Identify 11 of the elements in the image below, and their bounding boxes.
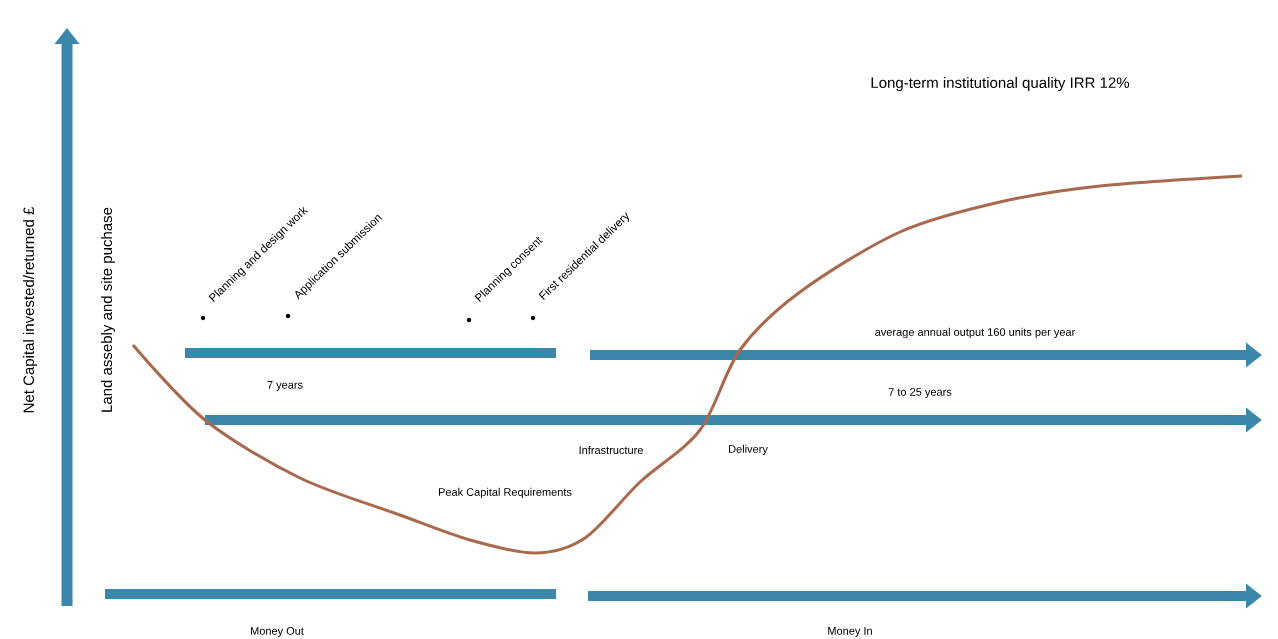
curve-label: Peak Capital Requirements (438, 487, 572, 499)
phase-label: Delivery (729, 444, 768, 456)
chart-title: Long-term institutional quality IRR 12% (871, 77, 1130, 91)
bar-label: 7 to 25 years (888, 388, 952, 398)
bar-label: 7 years (267, 381, 303, 391)
axis-label: Land assebly and site puchase (101, 207, 115, 412)
axis-label: Net Capital invested/returned £ (23, 206, 37, 413)
bar-label: average annual output 160 units per year (875, 327, 1076, 339)
phase-label: Infrastructure (579, 445, 643, 455)
axis-label: Money In (828, 627, 872, 637)
axis-label: Money Out (251, 627, 304, 637)
